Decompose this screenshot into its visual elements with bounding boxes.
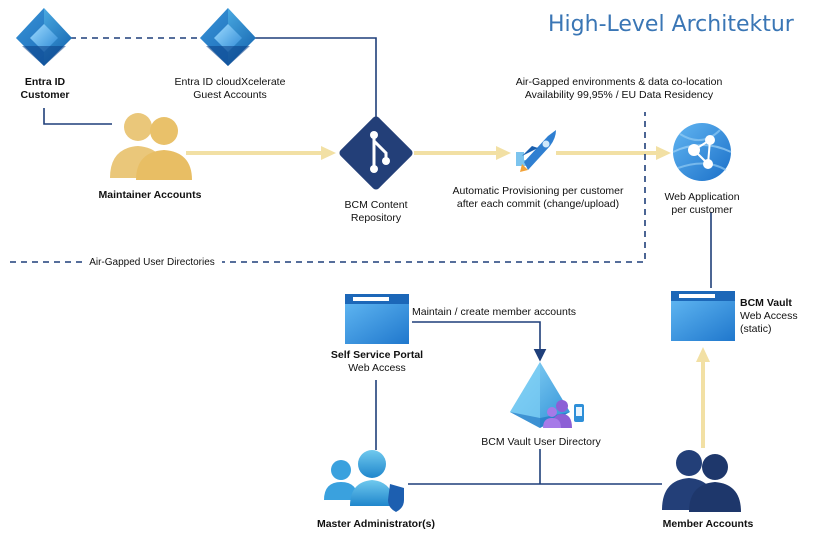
user-directory-icon xyxy=(510,362,584,428)
master-administrator-icon xyxy=(324,450,404,512)
guest-to-repo-line xyxy=(255,37,377,120)
page-title: High-Level Architektur xyxy=(548,12,794,37)
entra-guest-line1: Entra ID cloudXcelerate xyxy=(174,76,286,88)
entra-customer-label: Entra ID Customer xyxy=(14,76,76,102)
entra-id-customer-icon xyxy=(16,8,72,66)
maintain-edge-label: Maintain / create member accounts xyxy=(412,306,576,318)
vault-line1: BCM Vault xyxy=(740,297,792,309)
self-service-line2: Web Access xyxy=(348,362,406,374)
entra-guest-label: Entra ID cloudXcelerate Guest Accounts xyxy=(158,76,302,102)
entra-customer-line1: Entra ID xyxy=(24,76,66,88)
web-app-label: Web Application per customer xyxy=(656,191,748,217)
bcm-vault-window-icon xyxy=(671,291,735,341)
git-repository-icon xyxy=(339,116,413,190)
entra-guest-line2: Guest Accounts xyxy=(193,89,267,101)
provisioning-label: Automatic Provisioning per customer afte… xyxy=(438,185,638,211)
airgap-env-line2: Availability 99,95% / EU Data Residency xyxy=(524,89,714,101)
web-app-line1: Web Application xyxy=(664,191,740,203)
bcm-vault-label: BCM Vault Web Access (static) xyxy=(740,297,810,336)
entra-id-guest-icon xyxy=(200,8,256,66)
customer-to-maintainer-line xyxy=(43,108,112,125)
bcm-repo-label: BCM Content Repository xyxy=(330,199,422,225)
maintainer-label: Maintainer Accounts xyxy=(98,189,202,201)
entra-customer-line2: Customer xyxy=(20,89,70,101)
repo-to-provisioning-arrow xyxy=(414,146,511,160)
provisioning-line1: Automatic Provisioning per customer xyxy=(452,185,624,197)
bcm-repo-line1: BCM Content xyxy=(344,199,408,211)
master-admin-label: Master Administrator(s) xyxy=(316,518,436,530)
member-accounts-label: Member Accounts xyxy=(662,518,754,530)
portal-to-directory-line xyxy=(412,321,547,362)
self-service-portal-window-icon xyxy=(345,294,409,344)
maintainer-people-icon xyxy=(110,113,192,180)
vault-line2: Web Access xyxy=(740,310,798,322)
user-directory-label: BCM Vault User Directory xyxy=(464,436,618,449)
vault-line3: (static) xyxy=(740,323,772,335)
airgap-dirs-label: Air-Gapped User Directories xyxy=(82,256,222,269)
web-application-icon xyxy=(672,123,732,181)
self-service-line1: Self Service Portal xyxy=(330,349,424,361)
airgap-environment-label: Air-Gapped environments & data co-locati… xyxy=(494,76,744,102)
airgap-env-line1: Air-Gapped environments & data co-locati… xyxy=(515,76,723,88)
self-service-label: Self Service Portal Web Access xyxy=(318,349,436,375)
bcm-repo-line2: Repository xyxy=(350,212,402,224)
provisioning-line2: after each commit (change/upload) xyxy=(456,198,620,210)
deployment-rocket-icon xyxy=(516,130,556,172)
member-people-icon xyxy=(662,450,741,512)
web-app-line2: per customer xyxy=(671,204,733,216)
members-to-vault-arrow xyxy=(696,347,710,448)
maintainer-to-repo-arrow xyxy=(186,146,336,160)
provisioning-to-webapp-arrow xyxy=(556,146,671,160)
